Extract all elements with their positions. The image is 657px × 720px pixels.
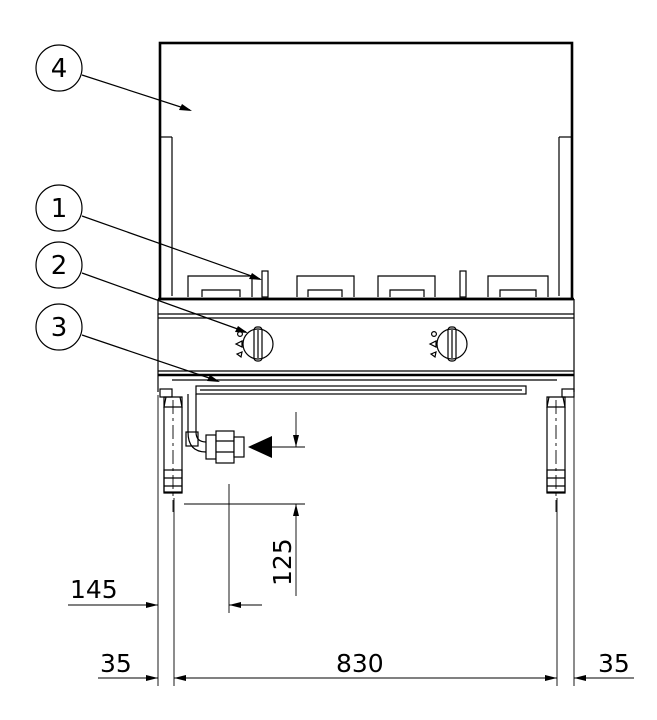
control-panel	[157, 297, 575, 392]
svg-text:1: 1	[51, 194, 68, 224]
gas-flow-arrow	[248, 436, 272, 458]
callout-1: 1	[35, 184, 262, 280]
burner-grates	[187, 270, 549, 298]
dim-35-left-label: 35	[100, 649, 132, 678]
gas-inlet	[185, 394, 272, 464]
callout-4: 4	[35, 44, 192, 111]
dim-830-label: 830	[336, 649, 384, 678]
dimension-lines	[68, 395, 634, 686]
back-panel	[158, 41, 574, 301]
control-knob-right	[428, 326, 468, 362]
dim-145-label: 145	[70, 575, 118, 604]
dim-35-right-label: 35	[598, 649, 630, 678]
dim-125-label: 125	[268, 538, 297, 586]
drip-tray	[172, 379, 557, 395]
svg-text:4: 4	[51, 54, 68, 84]
svg-text:2: 2	[51, 251, 68, 281]
svg-text:3: 3	[51, 313, 68, 343]
callout-2: 2	[35, 241, 248, 333]
center-lines	[172, 400, 557, 512]
control-knob-left	[234, 326, 274, 362]
callout-3: 3	[35, 303, 220, 382]
